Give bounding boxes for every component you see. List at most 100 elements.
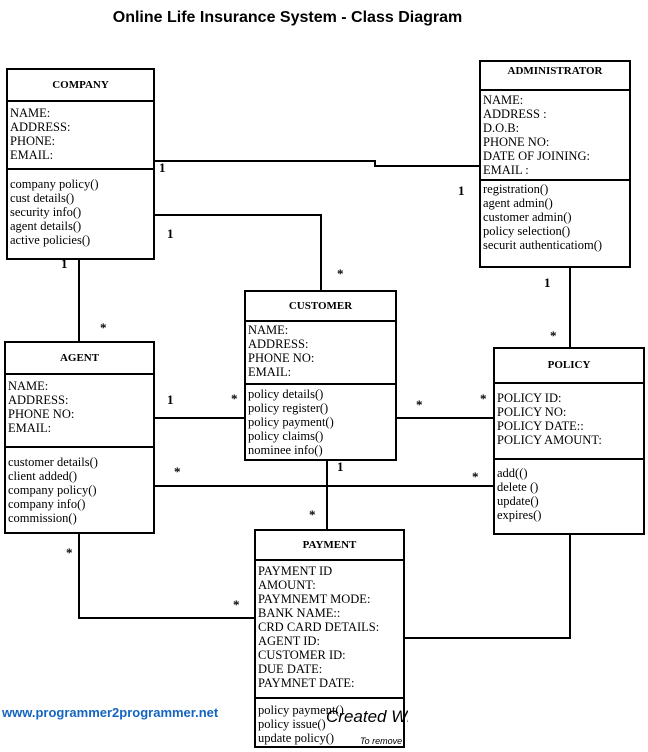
operation: registration() bbox=[483, 182, 549, 196]
multiplicity-customer-policy-right: * bbox=[480, 391, 487, 406]
agent-class: AGENT NAME: ADDRESS: PHONE NO: EMAIL: cu… bbox=[4, 341, 155, 534]
attribute: PHONE NO: bbox=[483, 135, 550, 149]
multiplicity-company-admin-right: 1 bbox=[458, 183, 465, 198]
multiplicity-company-agent-bottom: * bbox=[100, 320, 107, 335]
attribute: ADDRESS: bbox=[248, 337, 309, 351]
attribute: CRD CARD DETAILS: bbox=[258, 620, 380, 634]
watermark-subtext: To remove bbox=[360, 736, 403, 746]
attribute: AGENT ID: bbox=[258, 634, 320, 648]
multiplicity-admin-policy-top: 1 bbox=[544, 275, 551, 290]
attribute: NAME: bbox=[8, 379, 49, 393]
company-class: COMPANY NAME: ADDRESS: PHONE: EMAIL: com… bbox=[6, 68, 155, 260]
multiplicity-agent-policy-right: * bbox=[472, 469, 479, 484]
policy-operations: add(() delete () update() expires() bbox=[497, 466, 642, 522]
multiplicity-company-agent-top: 1 bbox=[61, 256, 68, 271]
attribute: PHONE NO: bbox=[248, 351, 315, 365]
operation: update policy() bbox=[258, 731, 335, 745]
operation: agent admin() bbox=[483, 196, 553, 210]
attribute: POLICY DATE:: bbox=[497, 419, 584, 433]
multiplicity-agent-customer-right: * bbox=[231, 391, 238, 406]
multiplicity-company-admin-left: 1 bbox=[159, 160, 166, 175]
attribute: EMAIL: bbox=[248, 365, 292, 379]
attribute: DUE DATE: bbox=[258, 662, 323, 676]
attribute: AMOUNT: bbox=[258, 578, 316, 592]
operation: customer admin() bbox=[483, 210, 572, 224]
attribute: NAME: bbox=[10, 106, 51, 120]
operation: security info() bbox=[10, 205, 82, 219]
operation: policy details() bbox=[248, 387, 324, 401]
operation: update() bbox=[497, 494, 539, 508]
attribute: ADDRESS: bbox=[10, 120, 71, 134]
multiplicity-company-customer-right: * bbox=[337, 266, 344, 281]
operation: policy selection() bbox=[483, 224, 571, 238]
attribute: ADDRESS: bbox=[8, 393, 69, 407]
payment-class-name: PAYMENT bbox=[302, 539, 357, 551]
attribute: EMAIL : bbox=[483, 163, 529, 177]
attribute: PAYMNEMT MODE: bbox=[258, 592, 371, 606]
operation: policy payment() bbox=[258, 703, 344, 717]
multiplicity-company-customer-left: 1 bbox=[167, 226, 174, 241]
site-url: www.programmer2programmer.net bbox=[2, 705, 219, 720]
attribute: PAYMNET DATE: bbox=[258, 676, 355, 690]
attribute: PHONE: bbox=[10, 134, 56, 148]
customer-class: CUSTOMER NAME: ADDRESS: PHONE NO: EMAIL:… bbox=[244, 290, 397, 461]
operation: policy claims() bbox=[248, 429, 324, 443]
policy-class: POLICY POLICY ID: POLICY NO: POLICY DATE… bbox=[493, 347, 645, 535]
administrator-attributes: NAME: ADDRESS : D.O.B: PHONE NO: DATE OF… bbox=[483, 93, 628, 177]
attribute: POLICY AMOUNT: bbox=[497, 433, 602, 447]
operation: expires() bbox=[497, 508, 542, 522]
multiplicity-agent-customer-left: 1 bbox=[167, 392, 174, 407]
policy-attributes: POLICY ID: POLICY NO: POLICY DATE:: POLI… bbox=[497, 391, 642, 447]
operation: customer details() bbox=[8, 455, 98, 469]
company-class-name: COMPANY bbox=[52, 79, 109, 91]
multiplicity-admin-policy-bottom: * bbox=[550, 328, 557, 343]
attribute: DATE OF JOINING: bbox=[483, 149, 590, 163]
customer-attributes: NAME: ADDRESS: PHONE NO: EMAIL: bbox=[248, 323, 394, 379]
multiplicity-customer-payment-bottom: * bbox=[309, 507, 316, 522]
payment-class: PAYMENT PAYMENT ID AMOUNT: PAYMNEMT MODE… bbox=[254, 529, 405, 748]
agent-attributes: NAME: ADDRESS: PHONE NO: EMAIL: bbox=[8, 379, 152, 435]
diagram-title: Online Life Insurance System - Class Dia… bbox=[112, 9, 463, 26]
attribute: PAYMENT ID bbox=[258, 564, 333, 578]
attribute: EMAIL: bbox=[8, 421, 52, 435]
line-policy-payment bbox=[404, 534, 571, 639]
administrator-operations: registration() agent admin() customer ad… bbox=[483, 182, 628, 252]
operation: client added() bbox=[8, 469, 78, 483]
attribute: EMAIL: bbox=[10, 148, 54, 162]
attribute: ADDRESS : bbox=[483, 107, 547, 121]
payment-attributes: PAYMENT ID AMOUNT: PAYMNEMT MODE: BANK N… bbox=[258, 564, 402, 690]
operation: add(() bbox=[497, 466, 528, 480]
operation: nominee info() bbox=[248, 443, 323, 457]
line-agent-payment bbox=[78, 534, 256, 619]
multiplicity-customer-policy-left: * bbox=[416, 397, 423, 412]
operation: cust details() bbox=[10, 191, 75, 205]
operation: policy register() bbox=[248, 401, 329, 415]
operation: active policies() bbox=[10, 233, 91, 247]
multiplicity-agent-payment-bottom: * bbox=[233, 597, 240, 612]
multiplicity-customer-payment-top: 1 bbox=[337, 459, 344, 474]
attribute: PHONE NO: bbox=[8, 407, 75, 421]
multiplicity-agent-policy-left: * bbox=[174, 464, 181, 479]
operation: company policy() bbox=[8, 483, 97, 497]
customer-operations: policy details() policy register() polic… bbox=[248, 387, 394, 457]
attribute: POLICY ID: bbox=[497, 391, 562, 405]
operation: securit authenticatiom() bbox=[483, 238, 603, 252]
attribute: POLICY NO: bbox=[497, 405, 567, 419]
attribute: CUSTOMER ID: bbox=[258, 648, 346, 662]
operation: delete () bbox=[497, 480, 539, 494]
operation: policy payment() bbox=[248, 415, 334, 429]
agent-class-name: AGENT bbox=[59, 352, 100, 364]
agent-operations: customer details() client added() compan… bbox=[8, 455, 152, 525]
attribute: D.O.B: bbox=[483, 121, 520, 135]
operation: policy issue() bbox=[258, 717, 326, 731]
line-company-administrator bbox=[155, 160, 481, 167]
policy-class-name: POLICY bbox=[547, 359, 591, 371]
watermark-text: Created With bbox=[326, 707, 408, 726]
company-attributes: NAME: ADDRESS: PHONE: EMAIL: bbox=[10, 106, 152, 162]
administrator-class: ADMINISTRATOR NAME: ADDRESS : D.O.B: PHO… bbox=[479, 60, 631, 268]
payment-operations: policy payment() policy issue() update p… bbox=[258, 703, 402, 745]
company-operations: company policy() cust details() security… bbox=[10, 177, 152, 247]
operation: agent details() bbox=[10, 219, 82, 233]
attribute: BANK NAME:: bbox=[258, 606, 341, 620]
